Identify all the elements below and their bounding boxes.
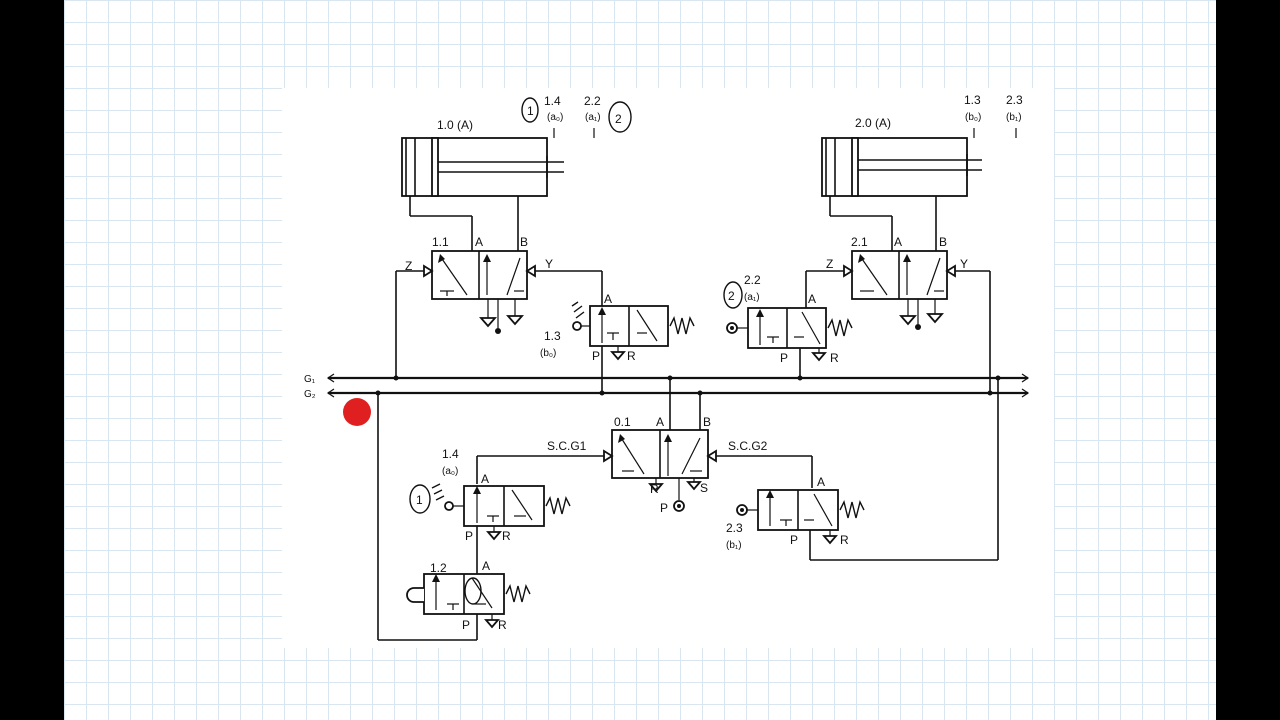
valve-2-2-mark: 2 [728, 289, 735, 303]
valve-2-3-code: 2.3 [726, 521, 743, 535]
valve-0-1: 0.1 A B S.C.G1 S.C.G2 [476, 378, 813, 515]
valve-2-2-code: 2.2 [744, 273, 761, 287]
valve-0-1-port-b: B [703, 415, 711, 429]
signal-scg1: S.C.G1 [547, 439, 587, 453]
valve-2-3: A 2.3 (b₁) P R [726, 475, 998, 561]
valve-2-1-code: 2.1 [851, 235, 868, 249]
valve-1-4-sub: (a₀) [442, 466, 458, 477]
valve-0-1-port-s: S [700, 481, 708, 495]
valve-2-1-pilot-y: Y [960, 257, 968, 271]
valve-2-2-sub: (a₁) [744, 292, 760, 303]
limit-switch-1-3-top: 1.3 (b₀) [964, 93, 981, 138]
cylinder-2-0-label: 2.0 (A) [855, 116, 891, 130]
line-g2-label: G₂ [304, 389, 316, 400]
valve-2-1-pilot-z: Z [826, 257, 833, 271]
switch-2-3-sub: (b₁) [1006, 112, 1022, 123]
valve-1-1-port-a: A [475, 235, 483, 249]
valve-0-1-code: 0.1 [614, 415, 631, 429]
valve-0-1-port-p: P [660, 501, 668, 515]
valve-1-3-code: 1.3 [544, 329, 561, 343]
valve-0-1-port-a: A [656, 415, 664, 429]
valve-1-4-code: 1.4 [442, 447, 459, 461]
valve-0-1-port-r: R [650, 482, 659, 496]
valve-2-1: 2.1 A B Z Y [805, 196, 991, 391]
valve-1-1: 1.1 A B Z Y [395, 196, 603, 378]
line-g1-label: G₁ [304, 374, 316, 385]
valve-2-1-port-b: B [939, 235, 947, 249]
grid-paper-background: 1.0 (A) 1 1.4 (a₀) 2.2 (a₁) [64, 0, 1216, 720]
valve-2-1-port-a: A [894, 235, 902, 249]
valve-2-3-port-r: R [840, 533, 849, 547]
limit-switch-2-2-top: 2.2 (a₁) 2 [584, 94, 632, 138]
valve-1-1-port-b: B [520, 235, 528, 249]
pneumatic-circuit-diagram: 1.0 (A) 1 1.4 (a₀) 2.2 (a₁) [282, 88, 1054, 648]
valve-1-4-port-a: A [481, 472, 489, 486]
valve-1-4-port-r: R [502, 529, 511, 543]
valve-1-1-code: 1.1 [432, 235, 449, 249]
valve-2-2-port-a: A [808, 292, 816, 306]
valve-1-4: 1.4 (a₀) 1 A P R [409, 447, 571, 564]
valve-2-2-port-p: P [780, 351, 788, 365]
valve-1-2-code: 1.2 [430, 561, 447, 575]
valve-1-2-port-p: P [462, 618, 470, 632]
valve-1-3-sub: (b₀) [540, 348, 556, 359]
valve-1-1-pilot-y: Y [545, 257, 553, 271]
valve-1-2: 1.2 A P R [378, 559, 531, 641]
valve-2-3-port-p: P [790, 533, 798, 547]
valve-1-4-mark: 1 [416, 493, 423, 507]
cylinder-1-0: 1.0 (A) [401, 118, 564, 197]
limit-switch-1-4-top: 1 1.4 (a₀) [521, 94, 563, 138]
valve-1-4-port-p: P [465, 529, 473, 543]
supply-lines: G₁ G₂ [304, 373, 1030, 640]
cylinder-2-0: 2.0 (A) [821, 116, 982, 197]
switch-2-3-code: 2.3 [1006, 93, 1023, 107]
valve-1-2-port-r: R [498, 618, 507, 632]
valve-1-1-pilot-z: Z [405, 259, 412, 273]
switch-1-3-sub: (b₀) [965, 112, 981, 123]
cylinder-1-0-label: 1.0 (A) [437, 118, 473, 132]
valve-1-3-port-p: P [592, 349, 600, 363]
valve-1-3: A 1.3 (b₀) P R [540, 292, 695, 393]
switch-1-3-code: 1.3 [964, 93, 981, 107]
mark-1: 1 [527, 104, 534, 118]
valve-2-3-sub: (b₁) [726, 540, 742, 551]
limit-switch-2-3-top: 2.3 (b₁) [1006, 93, 1023, 138]
switch-1-4-code: 1.4 [544, 94, 561, 108]
record-indicator-dot [343, 398, 371, 426]
mark-2: 2 [615, 112, 622, 126]
circuit-svg: 1.0 (A) 1 1.4 (a₀) 2.2 (a₁) [304, 93, 1030, 641]
valve-2-2-port-r: R [830, 351, 839, 365]
switch-2-2-sub: (a₁) [585, 112, 601, 123]
valve-1-3-port-a: A [604, 292, 612, 306]
signal-scg2: S.C.G2 [728, 439, 768, 453]
valve-1-2-port-a: A [482, 559, 490, 573]
valve-1-3-port-r: R [627, 349, 636, 363]
switch-1-4-sub: (a₀) [547, 112, 563, 123]
valve-2-3-port-a: A [817, 475, 825, 489]
valve-2-2: 2.2 (a₁) 2 A P R [723, 273, 853, 378]
switch-2-2-code: 2.2 [584, 94, 601, 108]
